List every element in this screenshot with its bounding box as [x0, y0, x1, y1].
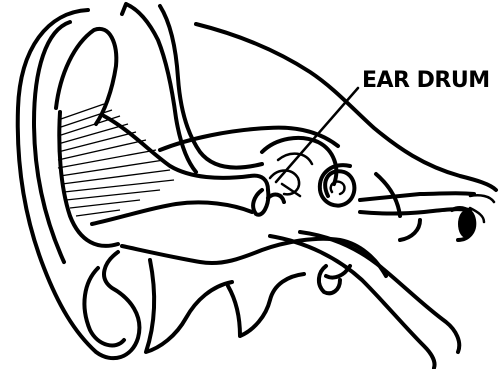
tube-opening: [452, 208, 474, 240]
outer-ear: [18, 10, 140, 358]
concha-shading: [58, 104, 174, 216]
ear-drum-label: EAR DRUM: [362, 70, 490, 92]
cochlea: [320, 165, 355, 205]
ear-drum-pointer: [276, 88, 358, 182]
temporal-bone: [122, 4, 496, 352]
